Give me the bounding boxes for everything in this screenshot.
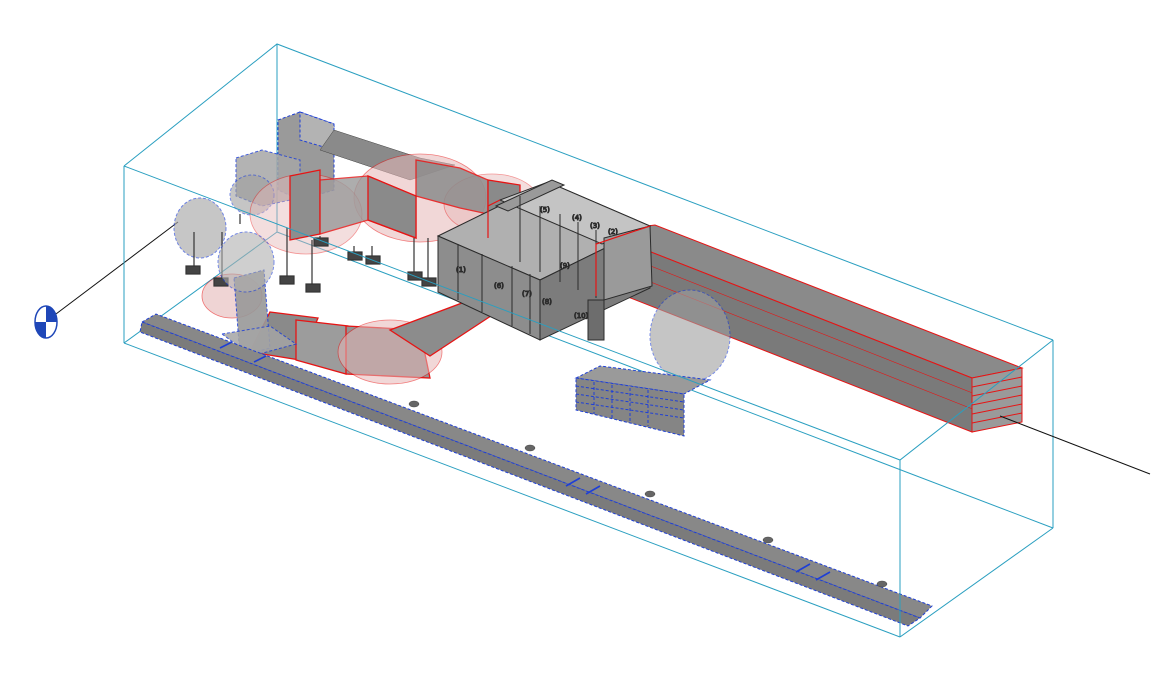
unit-tag-1: (1) bbox=[456, 266, 466, 274]
unit-tag-7: (7) bbox=[522, 290, 532, 298]
floor-duct-joints bbox=[219, 341, 831, 581]
unit-tag-6: (6) bbox=[494, 282, 504, 290]
section-head-icon[interactable] bbox=[34, 305, 58, 339]
unit-tag-3: (3) bbox=[590, 222, 600, 230]
section-box-front bbox=[123, 165, 1054, 638]
unit-tag-10: (10) bbox=[574, 312, 589, 320]
riser-duct-left[interactable] bbox=[173, 111, 335, 259]
left-front-duct[interactable] bbox=[217, 231, 298, 357]
section-line-left bbox=[47, 221, 179, 321]
floor-duct-taps bbox=[408, 400, 888, 588]
floor-loop-duct[interactable] bbox=[201, 273, 553, 385]
unit-tag-9: (9) bbox=[560, 262, 570, 270]
floor-duct-long[interactable] bbox=[139, 313, 933, 627]
unit-tag-8: (8) bbox=[542, 298, 552, 306]
section-line-right bbox=[999, 415, 1151, 475]
outdoor-air-grille[interactable] bbox=[574, 289, 731, 437]
unit-red-edges bbox=[487, 199, 651, 296]
duct-sections-top[interactable] bbox=[289, 159, 521, 241]
unit-tag-2: (2) bbox=[608, 228, 618, 236]
duct-end-cap bbox=[971, 367, 1023, 433]
unit-tag-4: (4) bbox=[572, 214, 582, 222]
unit-tag-5: (5) bbox=[540, 206, 550, 214]
